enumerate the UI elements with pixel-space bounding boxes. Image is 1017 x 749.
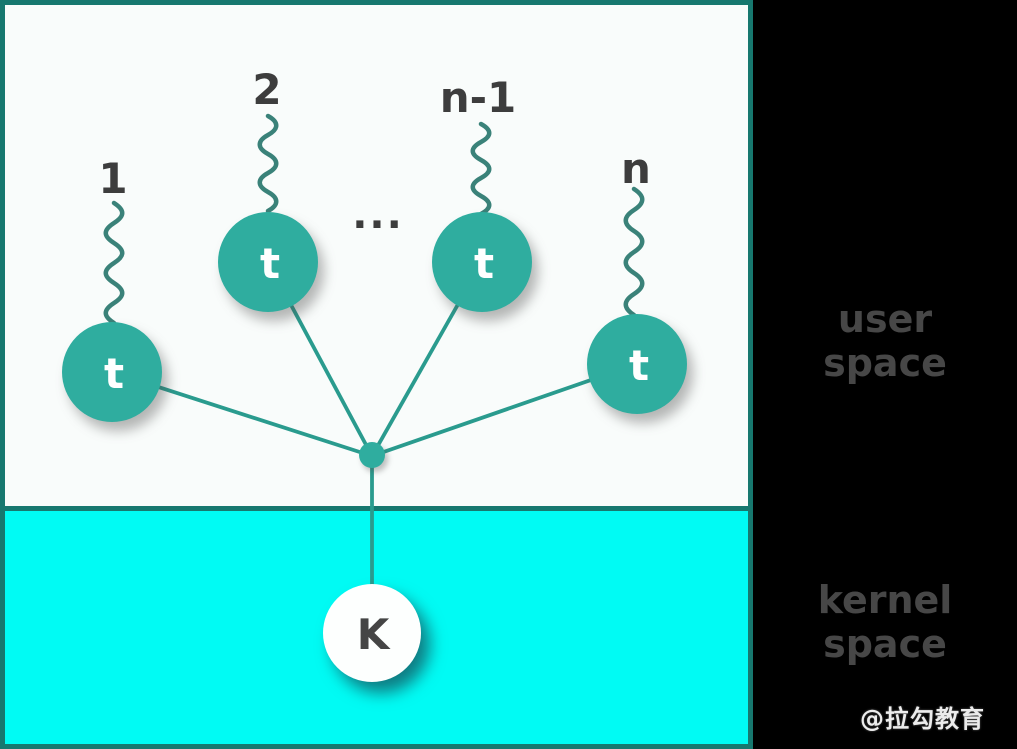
ellipsis-text: ... — [352, 192, 404, 238]
thread-label-2: 2 — [252, 65, 281, 114]
squiggle-thread2 — [257, 113, 279, 214]
thread-label-n-1: n-1 — [440, 73, 517, 122]
thread-node-letter-1: t — [104, 349, 124, 398]
kernel-node-letter: K — [357, 610, 391, 659]
squiggle-thread3 — [470, 121, 492, 217]
user-space-label: user space — [753, 297, 1017, 385]
threading-diagram-box: 1 2 n-1 n ... t t t t — [0, 0, 753, 749]
thread-circle-2 — [218, 212, 318, 312]
kernel-space-label: kernel space — [753, 578, 1017, 666]
squiggle-thread4 — [623, 186, 645, 318]
kernel-node: K — [323, 584, 421, 682]
hub-dot — [359, 442, 385, 468]
watermark-text: @拉勾教育 — [860, 705, 985, 733]
thread-to-hub-lines — [111, 261, 638, 586]
thread-circle-1 — [62, 322, 162, 422]
user-space-region — [5, 5, 748, 506]
thread-circle-3 — [432, 212, 532, 312]
thread-node-4: t — [587, 314, 687, 414]
thread-node-1: t — [62, 322, 162, 422]
thread-node-2: t — [218, 212, 318, 312]
kernel-circle — [323, 584, 421, 682]
thread-label-1: 1 — [98, 154, 127, 203]
thread-label-n: n — [621, 144, 651, 193]
thread-squiggles — [103, 113, 645, 326]
thread-node-3: t — [432, 212, 532, 312]
thread-circle-4 — [587, 314, 687, 414]
user-space-label-text: user space — [823, 297, 947, 385]
thread-node-letter-2: t — [260, 239, 280, 288]
squiggle-thread1 — [103, 200, 125, 326]
thread-node-letter-4: t — [629, 341, 649, 390]
threading-diagram: 1 2 n-1 n ... t t t t — [62, 65, 687, 682]
kernel-space-label-text: kernel space — [817, 578, 953, 666]
thread-node-letter-3: t — [474, 239, 494, 288]
side-panel: user space kernel space @拉勾教育 — [753, 0, 1017, 749]
